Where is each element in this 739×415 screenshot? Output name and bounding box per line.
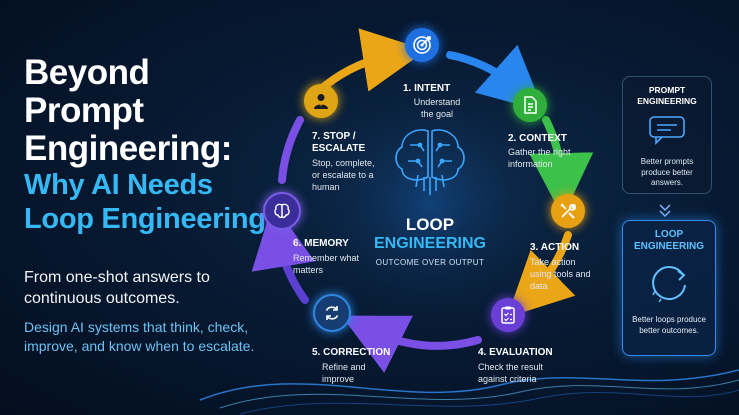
subtitle: From one-shot answers to continuous outc… [24,269,210,307]
brain-icon [274,203,290,219]
step-desc-context: Gather the right information [508,147,571,169]
center-motto: OUTCOME OVER OUTPUT [375,258,485,267]
center-glow [310,85,550,325]
step-title-escalate: 7. STOP / ESCALATE [312,131,366,154]
step-title-evaluation: 4. EVALUATION [478,347,553,358]
step-node-memory [263,192,301,230]
step-desc-evaluation: Check the result against criteria [478,362,544,384]
ring-arc-action [507,231,576,318]
tagline: Design AI systems that think, check, imp… [24,319,255,354]
ring-arc-context [529,116,594,217]
prompt-panel-desc: Better prompts produce better answers. [640,157,694,187]
target-icon [413,36,431,54]
headline: Beyond Prompt Engineering: Why AI Needs … [24,54,274,236]
step-desc-intent: Understand the goal [413,97,461,119]
loop-panel-title: LOOP ENGINEERING [633,229,704,252]
clipboard-check-icon [501,306,515,324]
wave-decoration [199,369,739,401]
prompt-engineering-panel: PROMPT ENGINEERING Better prompts produc… [622,76,712,194]
prompt-panel-title: PROMPT ENGINEERING [637,85,697,106]
loop-cycle-icon [652,265,686,303]
headline-line: Engineering: [24,129,232,168]
step-title-correction: 5. CORRECTION [312,347,391,358]
ring-arc-memory [278,116,304,184]
center-title-line2: ENGINEERING [373,235,486,252]
headline-line: Beyond [24,53,150,92]
step-node-action [551,194,585,228]
document-icon [524,96,537,114]
refresh-icon [325,306,339,320]
step-desc-escalate: Stop, complete, or escalate to a human [312,158,375,192]
step-desc-memory: Remember what matters [293,253,360,275]
step-title-context: 2. CONTEXT [508,133,567,144]
step-title-action: 3. ACTION [530,242,580,253]
tools-icon [560,203,576,219]
chat-bubble-icon [649,116,685,145]
step-node-evaluation [491,298,525,332]
step-node-context [513,88,547,122]
ring-arc-intent [446,44,544,112]
wave-decoration [239,389,739,415]
step-node-escalate [304,84,338,118]
loop-panel-desc: Better loops produce better outcomes. [632,315,706,335]
headline-line: Prompt [24,91,144,130]
wave-decoration [219,379,739,409]
headline-line: Loop Engineering [24,203,266,235]
step-desc-action: Take action using tools and data [530,257,591,291]
step-desc-correction: Refine and improve [322,362,366,384]
ring-arc-evaluation [341,315,482,373]
chevron-down-icon [659,204,671,218]
step-title-intent: 1. INTENT [403,83,451,94]
step-node-correction [313,294,351,332]
step-node-intent [405,28,439,62]
step-title-memory: 6. MEMORY [293,238,349,249]
person-icon [314,94,328,109]
center-title-line1: LOOP [405,215,455,234]
loop-engineering-panel: LOOP ENGINEERING Better loops produce be… [622,220,716,356]
ring-arc-escalate [316,28,427,94]
ring-arc-correction [251,203,315,304]
brain-circuit-icon [395,129,465,195]
headline-line: Why AI Needs [24,169,213,201]
